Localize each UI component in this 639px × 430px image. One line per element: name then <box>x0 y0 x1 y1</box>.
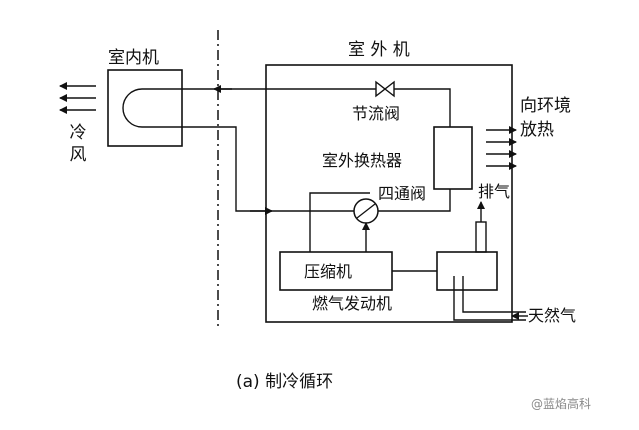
cold-air-arrows <box>59 82 96 114</box>
throttle-valve-symbol <box>375 80 395 98</box>
four-way-valve-inner <box>356 203 376 219</box>
compressor-label: 压缩机 <box>304 262 353 281</box>
indoor-coil <box>122 88 182 128</box>
liquid-line <box>182 88 451 127</box>
throttle-valve-label: 节流阀 <box>352 104 401 123</box>
heat-release-arrows <box>486 126 517 170</box>
natural-gas-pipe <box>453 276 526 321</box>
natural-gas-label: 天然气 <box>528 306 577 325</box>
exhaust-stack <box>475 221 487 253</box>
indoor-unit-label: 室内机 <box>108 48 159 68</box>
outdoor-heat-exchanger-label: 室外换热器 <box>322 151 403 170</box>
watermark: @蓝焰高科 <box>531 397 592 411</box>
cold-air-label: 冷风 <box>69 123 87 166</box>
figure-caption: (a) 制冷循环 <box>236 372 334 392</box>
gas-engine-box <box>436 251 498 291</box>
four-way-valve-bypass <box>309 192 370 211</box>
exchanger-return-line <box>378 189 451 212</box>
heat-release-label-2: 放热 <box>520 120 554 140</box>
outdoor-heat-exchanger-box <box>433 126 473 190</box>
outdoor-unit-box <box>265 64 513 323</box>
heat-release-label-1: 向环境 <box>520 96 571 116</box>
exhaust-label: 排气 <box>478 182 511 201</box>
indoor-unit-box <box>107 69 183 147</box>
outdoor-unit-label: 室 外 机 <box>348 40 410 60</box>
suction-line <box>182 126 354 212</box>
gas-engine-label: 燃气发动机 <box>312 294 393 313</box>
four-way-valve-label: 四通阀 <box>378 184 427 203</box>
